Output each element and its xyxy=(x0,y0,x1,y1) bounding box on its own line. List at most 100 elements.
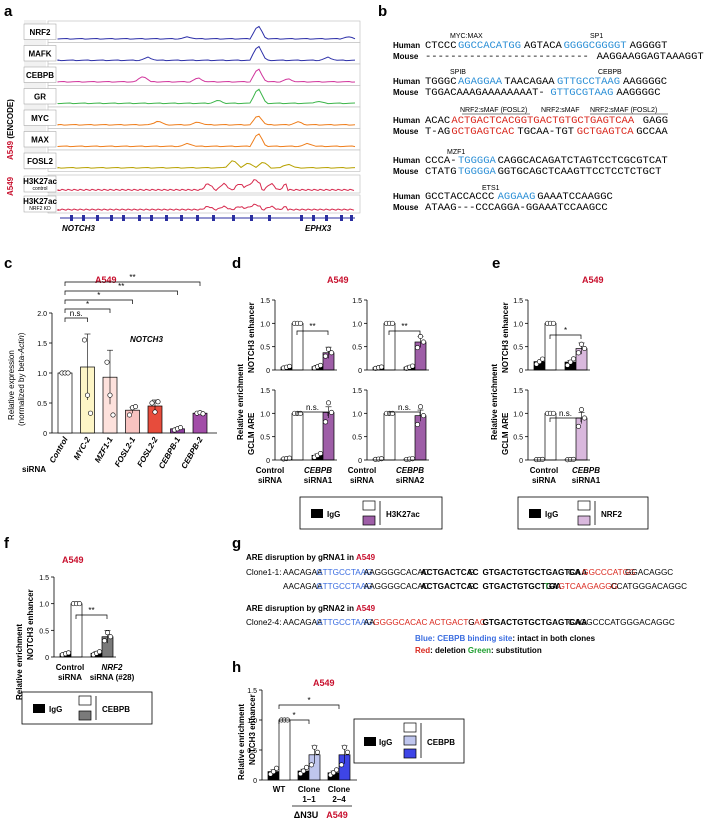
panel-d-g1-bracket xyxy=(388,330,421,335)
panel-e-1-ytick-label: 1.0 xyxy=(513,411,523,418)
clone1-seq-line2-2: AAGGGGCACAC xyxy=(364,582,429,591)
panel-d-1-ytick-label: 0.5 xyxy=(352,345,362,352)
panel-c-x-axis-title: siRNA xyxy=(22,465,46,474)
panel-d-xlabel-top-1: CEBPB xyxy=(304,466,332,475)
panel-f-g-ab-kd-point xyxy=(108,634,114,640)
exon-notch3 xyxy=(212,215,215,221)
species-label-human: Human xyxy=(393,77,420,86)
panel-c-xlabel-4: FOSL2-2 xyxy=(135,435,160,468)
panel-e-xlabel-bottom-0: siRNA xyxy=(532,476,556,485)
clone2-seq-0: AACAGAA xyxy=(283,618,323,627)
track-label-nrf2: NRF2 xyxy=(30,28,51,37)
panel-d-0-ytick-label: 0.5 xyxy=(260,345,270,352)
clone1-seq-line1-5: GTGACTGTGCTGAGTCAA xyxy=(483,568,588,577)
clone2-seq-6: GAGGCCCATGGGACAGGC xyxy=(568,618,675,627)
panel-c-bar-2-point xyxy=(104,359,110,365)
exon-notch3 xyxy=(150,215,153,221)
panel-h-ytick-label: 0.5 xyxy=(247,748,257,755)
clone1-seq-line2-4: G xyxy=(468,582,474,591)
panel-e-0-ytick-label: 0.5 xyxy=(513,345,523,352)
panel-f-row-label: NOTCH3 enhancer xyxy=(26,589,35,660)
track-label-mafk: MAFK xyxy=(28,50,51,59)
panel-h-ylabel: Relative enrichment xyxy=(237,704,246,780)
panel-h-legend-igg: IgG xyxy=(379,738,392,747)
seq-human-4-2: GAAATCCAAGGC xyxy=(537,191,613,203)
seq-human-2-1: ACTGACTCACGGTGACTGTGCTGAGTCAA xyxy=(451,115,634,127)
clone1-seq-line2-1: GTTGCCTAAG xyxy=(316,582,372,591)
gr2-title: ARE disruption by gRNA2 in A549 xyxy=(246,604,376,613)
panel-c-comp-2-bracket xyxy=(64,299,133,304)
clone1-seq-line1-7: GGCCCATGG xyxy=(582,568,635,577)
panel-e-xlabel-top-1: CEBPB xyxy=(572,466,600,475)
panel-d-xlabel-top-0: Control xyxy=(256,466,284,475)
panel-h-ytick-label: 1.0 xyxy=(247,718,257,725)
panel-letter-c: c xyxy=(4,255,12,272)
clone1-seq-line1-3: ACTGACTCAC xyxy=(421,568,479,577)
panel-d-g1-ab-ctrl xyxy=(383,322,396,371)
seq-mouse-3-0: CTATG xyxy=(425,166,457,178)
panel-h-ab-0 xyxy=(278,719,291,781)
signal-fosl2 xyxy=(57,160,356,169)
panel-h-igg-1-point xyxy=(303,764,309,770)
panel-c-bar-4-point xyxy=(149,400,155,406)
panel-e-ylabel: Relative enrichment xyxy=(490,364,499,440)
panel-f-ytick-label: 1.5 xyxy=(39,575,49,582)
clone1-seq-line2-8: GTCAA xyxy=(559,582,588,591)
panel-c-bar-5-point xyxy=(178,425,184,431)
panel-a-group2-label: A549 xyxy=(6,176,15,196)
panel-d-charts: 00.51.01.5**00.51.01.5**00.51.01.5n.s.00… xyxy=(236,298,443,530)
seq-human-3-1: TGGGGA xyxy=(458,155,497,167)
panel-h-legend-c11-swatch xyxy=(403,735,417,746)
panel-e-charts: 00.51.01.5*00.51.01.5n.s.Relative enrich… xyxy=(490,298,649,530)
motif-label-nrf2-smaf-fosl2-2: NRF2:sMAF (FOSL2) xyxy=(590,107,657,114)
panel-c-comp-1-sig: * xyxy=(86,300,89,309)
panel-c-comp-1-bracket xyxy=(64,308,111,313)
panel-a-group1-label: A549 (ENCODE) xyxy=(6,99,15,160)
panel-h-ab-2-point xyxy=(338,762,344,768)
panel-c-ylabel-2: (normalized by beta-Actin) xyxy=(17,332,26,426)
exon-ephx3 xyxy=(350,215,353,221)
panel-d-g1-igg-ctrl-point xyxy=(378,364,384,370)
seq-human-2-2: GAGG xyxy=(643,115,668,127)
signal-nrf2 xyxy=(57,25,356,40)
panel-d-g2-igg-kd-point xyxy=(317,450,323,456)
panel-h-ab-1-point xyxy=(308,762,314,768)
h3k-track-sub: NRF2 KD xyxy=(29,206,51,212)
gene-label-ephx3: EPHX3 xyxy=(305,224,332,233)
h3k-label-box xyxy=(23,175,57,193)
panel-d-g2-ab-ctrl xyxy=(291,412,304,461)
panel-f-xlabel-top-1: NRF2 xyxy=(102,663,123,672)
exon-ephx3 xyxy=(340,215,343,221)
panel-d-1-ytick-label: 1.5 xyxy=(352,298,362,305)
panel-h-comp-1-bracket xyxy=(278,704,340,709)
seq-human-4-0: GCCTACCACCC xyxy=(425,191,494,203)
panel-c-bar-0-point xyxy=(65,370,71,376)
exon-ephx3 xyxy=(312,215,315,221)
panel-d-1-ytick-label: 0 xyxy=(358,368,362,375)
clone2-seq-2: AA xyxy=(364,618,375,627)
panel-c-bar-2-point xyxy=(107,392,113,398)
panel-e-g0-ab-kd-point xyxy=(575,350,581,356)
motif-label-mzf1: MZF1 xyxy=(447,149,465,156)
panel-d-1-ytick-label: 1.0 xyxy=(352,321,362,328)
motif-label-nrf2-smaf-fosl2-1: NRF2:sMAF (FOSL2) xyxy=(460,107,527,114)
panel-f-xlabel-bottom-0: siRNA xyxy=(58,673,82,682)
panel-h-comp-0-sig: * xyxy=(292,711,295,720)
panel-e-g1-igg-ctrl-point xyxy=(539,456,545,462)
gene-label-notch3: NOTCH3 xyxy=(62,224,95,233)
panel-f-ytick-label: 0.5 xyxy=(39,628,49,635)
clone2-seq-3: GGGGCACAC ACTGACTCAC xyxy=(373,618,485,627)
panel-d-3-ytick-label: 1.0 xyxy=(352,411,362,418)
panel-f-bracket xyxy=(75,614,108,619)
panel-d-2-ytick-label: 0.5 xyxy=(260,435,270,442)
species-label-human: Human xyxy=(393,116,420,125)
panel-h-ab-2-point xyxy=(341,744,347,750)
panel-f-legend-ab-swatch xyxy=(78,710,92,721)
seq-human-0-4: AGGGGT xyxy=(630,40,668,52)
exon-notch3 xyxy=(165,215,168,221)
panel-d-0-ytick-label: 0 xyxy=(266,368,270,375)
seq-human-0-3: GGGGCGGGGT xyxy=(564,40,627,52)
panel-e-g1-ab-kd-point xyxy=(581,415,587,421)
panel-d-g0-sig: ** xyxy=(309,322,315,331)
signal-cebpb xyxy=(57,68,356,83)
